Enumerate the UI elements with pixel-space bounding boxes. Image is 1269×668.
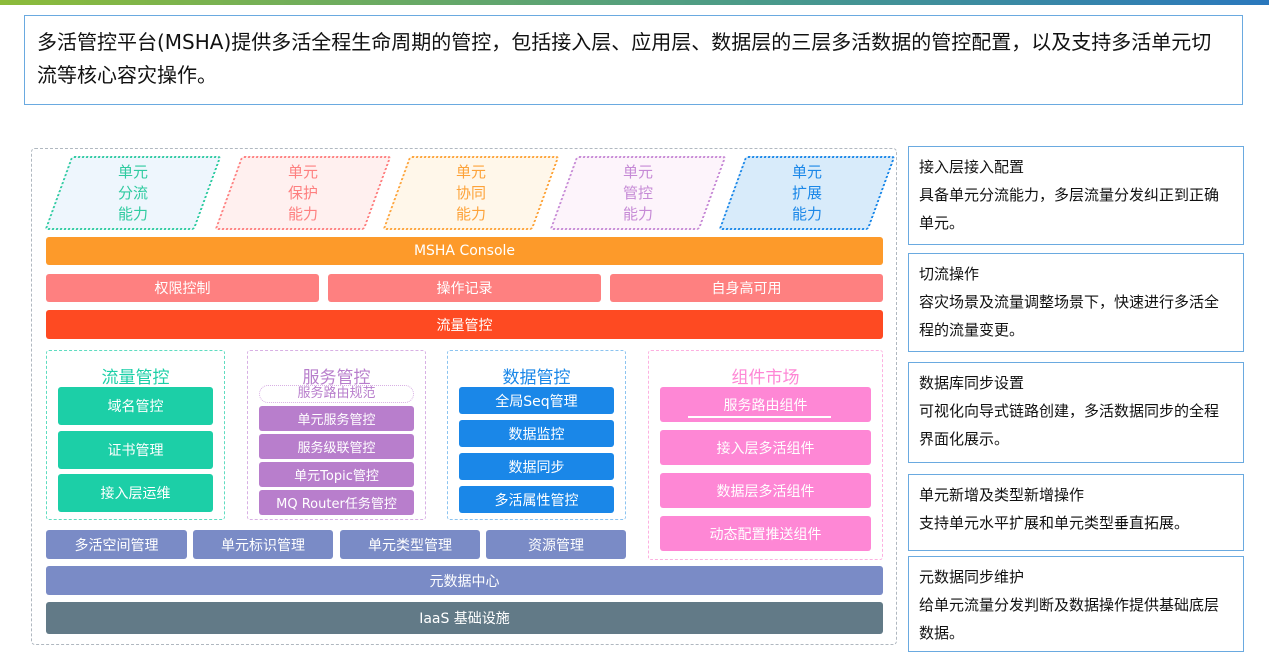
group-item: 证书管理 <box>58 431 213 469</box>
capability-line: 单元 <box>117 163 148 181</box>
msha-console-bar: MSHA Console <box>46 237 883 265</box>
side-panel-title: 接入层接入配置 <box>919 158 1025 176</box>
capability-label: 单元分流能力 <box>58 162 208 225</box>
side-panel: 接入层接入配置具备单元分流能力，多层流量分发纠正到正确单元。 <box>908 146 1244 245</box>
underline-divider <box>688 416 831 418</box>
group-item: 接入层多活组件 <box>660 430 871 465</box>
group-item: 数据层多活组件 <box>660 473 871 508</box>
service-group <box>247 350 426 520</box>
data-group-title: 数据管控 <box>502 368 571 388</box>
capability-line: 单元 <box>287 163 318 181</box>
service-group-title: 服务管控 <box>302 368 371 388</box>
capability-label: 单元协同能力 <box>396 162 546 225</box>
group-item: 单元Topic管控 <box>259 462 414 487</box>
bottom-item: 资源管理 <box>486 530 626 559</box>
traffic-group <box>46 350 225 520</box>
component-market-group <box>648 350 883 560</box>
traffic-group-title: 流量管控 <box>101 368 170 388</box>
capability-line: 能力 <box>791 205 822 223</box>
side-panel-desc: 可视化向导式链路创建，多活数据同步的全程界面化展示。 <box>919 402 1220 448</box>
capability-line: 扩展 <box>791 184 822 202</box>
side-panel: 元数据同步维护给单元流量分发判断及数据操作提供基础底层数据。 <box>908 556 1244 652</box>
side-panel-desc: 给单元流量分发判断及数据操作提供基础底层数据。 <box>919 596 1220 642</box>
side-panel-title: 切流操作 <box>919 265 980 283</box>
iaas-bar: IaaS 基础设施 <box>46 602 883 634</box>
capability-line: 能力 <box>287 205 318 223</box>
bottom-item: 单元标识管理 <box>193 530 333 559</box>
capability-label: 单元扩展能力 <box>732 162 882 225</box>
intro-text: 多活管控平台(MSHA)提供多活全程生命周期的管控，包括接入层、应用层、数据层的… <box>24 15 1243 105</box>
traffic-control-bar: 流量管控 <box>46 310 883 339</box>
side-panel-title: 数据库同步设置 <box>919 374 1025 392</box>
component-market-title: 组件市场 <box>731 368 800 388</box>
side-panel-desc: 具备单元分流能力，多层流量分发纠正到正确单元。 <box>919 186 1220 232</box>
side-panel: 切流操作容灾场景及流量调整场景下，快速进行多活全程的流量变更。 <box>908 253 1244 352</box>
capability-line: 能力 <box>117 205 148 223</box>
capability-line: 单元 <box>791 163 822 181</box>
architecture-frame <box>31 148 897 645</box>
data-group <box>447 350 626 520</box>
side-panel-title: 单元新增及类型新增操作 <box>919 486 1085 504</box>
top-gradient-bar <box>0 0 1269 5</box>
capability-line: 管控 <box>622 184 653 202</box>
capability-label: 单元管控能力 <box>563 162 713 225</box>
group-item: 单元服务管控 <box>259 406 414 431</box>
capability-line: 分流 <box>117 184 148 202</box>
capability-line: 保护 <box>287 184 318 202</box>
group-item: MQ Router任务管控 <box>259 490 414 515</box>
permission-control: 权限控制 <box>46 274 319 302</box>
capability-line: 单元 <box>622 163 653 181</box>
side-panel-desc: 支持单元水平扩展和单元类型垂直拓展。 <box>919 514 1190 532</box>
capability-line: 能力 <box>622 205 653 223</box>
group-item: 全局Seq管理 <box>459 387 614 414</box>
group-item: 服务级联管控 <box>259 434 414 459</box>
operation-log: 操作记录 <box>328 274 601 302</box>
capability-label: 单元保护能力 <box>228 162 378 225</box>
group-item: 数据同步 <box>459 453 614 480</box>
side-panel-title: 元数据同步维护 <box>919 568 1025 586</box>
group-item: 域名管控 <box>58 387 213 425</box>
capability-line: 单元 <box>455 163 486 181</box>
group-item: 接入层运维 <box>58 474 213 512</box>
metadata-center-bar: 元数据中心 <box>46 566 883 595</box>
side-panel: 数据库同步设置可视化向导式链路创建，多活数据同步的全程界面化展示。 <box>908 362 1244 463</box>
group-item: 数据监控 <box>459 420 614 447</box>
self-high-availability: 自身高可用 <box>610 274 883 302</box>
group-item: 动态配置推送组件 <box>660 516 871 551</box>
capability-line: 能力 <box>455 205 486 223</box>
group-item: 多活属性管控 <box>459 486 614 513</box>
bottom-item: 单元类型管理 <box>340 530 480 559</box>
side-panel-desc: 容灾场景及流量调整场景下，快速进行多活全程的流量变更。 <box>919 293 1220 339</box>
side-panel: 单元新增及类型新增操作支持单元水平扩展和单元类型垂直拓展。 <box>908 474 1244 551</box>
service-routing-spec: 服务路由规范 <box>259 385 414 403</box>
bottom-item: 多活空间管理 <box>46 530 187 559</box>
capability-line: 协同 <box>455 184 486 202</box>
